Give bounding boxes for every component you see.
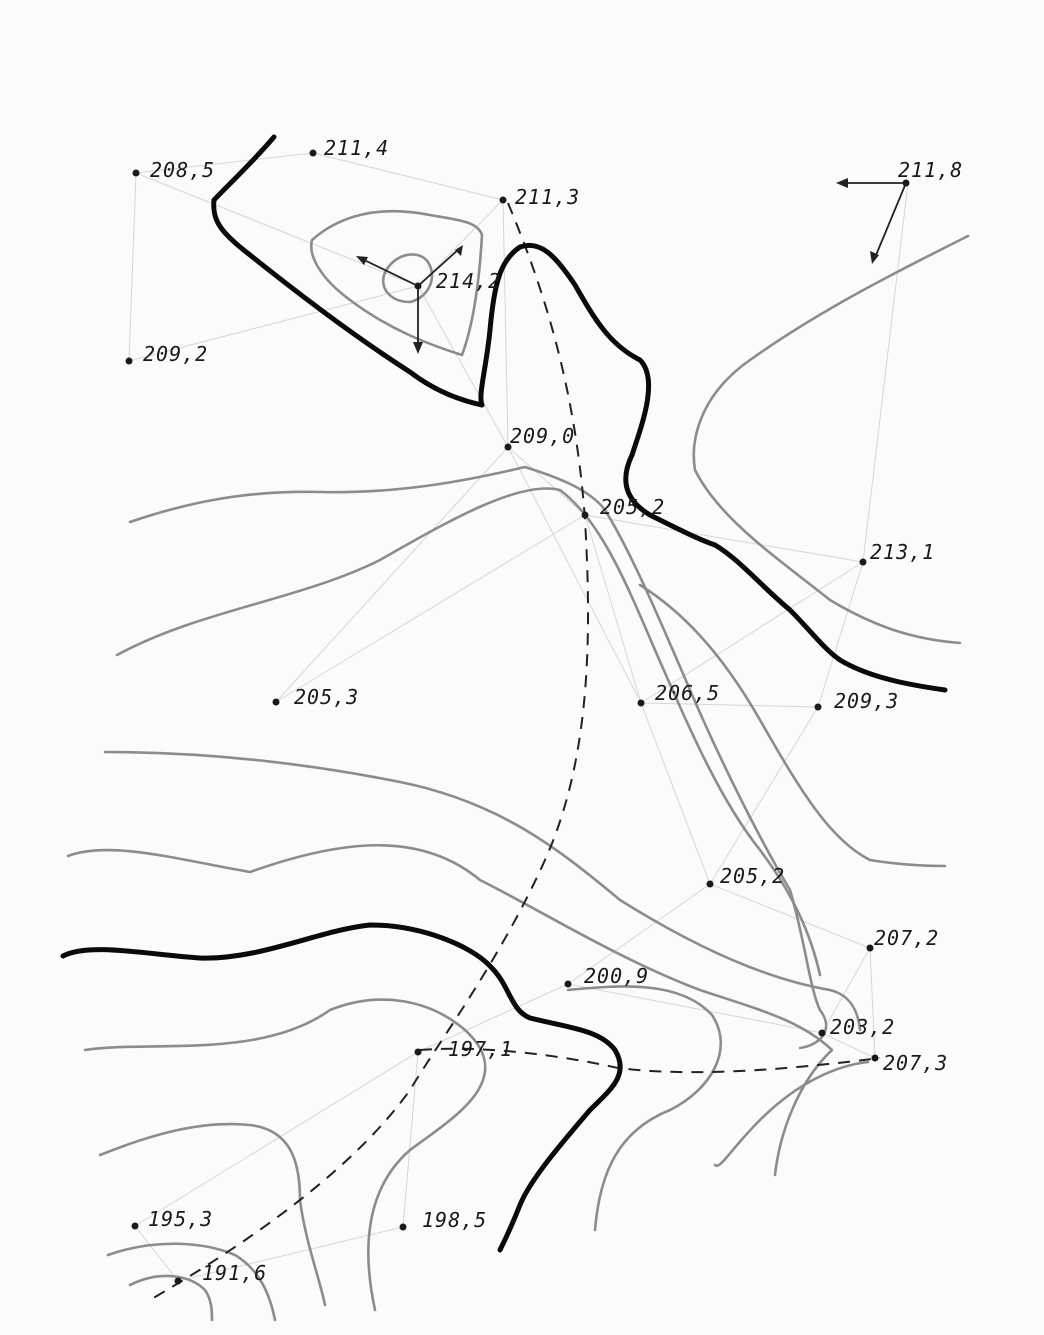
elevation-label: 195,3 xyxy=(148,1207,213,1231)
elevation-point: 205,3 xyxy=(272,685,359,709)
elevation-label: 207,2 xyxy=(874,926,939,950)
thalweg-lines xyxy=(149,202,881,1301)
elevation-point: 211,3 xyxy=(499,185,580,209)
contour-line xyxy=(128,465,828,1050)
elevation-point: 213,1 xyxy=(859,540,935,566)
elevation-label: 198,5 xyxy=(422,1208,487,1232)
elevation-label: 203,2 xyxy=(830,1015,895,1039)
elevation-label: 211,8 xyxy=(898,158,963,182)
elevation-label: 209,2 xyxy=(143,342,208,366)
contour-line xyxy=(106,1242,277,1322)
contour-line xyxy=(128,1274,214,1322)
elevation-point: 211,4 xyxy=(309,136,389,160)
elevation-point: 191,6 xyxy=(174,1261,267,1285)
elevation-label: 213,1 xyxy=(870,540,935,564)
arrow-head xyxy=(836,178,848,188)
contour-line xyxy=(66,843,834,1177)
contour-line xyxy=(381,253,434,304)
elevation-points: 208,5 211,4 211,3 211,8 214,2 209,2 209,… xyxy=(125,136,963,1285)
elevation-label: 205,2 xyxy=(600,495,665,519)
arrow-head xyxy=(356,256,368,265)
contour-line xyxy=(566,985,723,1232)
elevation-label: 197,1 xyxy=(448,1037,513,1061)
elevation-point: 195,3 xyxy=(131,1207,213,1231)
contour-line xyxy=(638,583,947,868)
contour-line xyxy=(692,234,970,645)
elevation-label: 206,5 xyxy=(655,681,720,705)
elevation-point: 207,2 xyxy=(866,926,939,952)
elevation-point: 206,5 xyxy=(637,681,720,707)
elevation-label: 208,5 xyxy=(150,158,215,182)
elevation-point: 208,5 xyxy=(132,158,215,182)
elevation-point: 209,0 xyxy=(504,424,575,451)
elevation-label: 211,4 xyxy=(324,136,389,160)
elevation-point: 214,2 xyxy=(414,269,501,293)
elevation-point: 203,2 xyxy=(818,1015,895,1039)
elevation-label: 205,3 xyxy=(294,685,359,709)
elevation-label: 209,3 xyxy=(834,689,899,713)
elevation-label: 209,0 xyxy=(510,424,575,448)
elevation-point: 211,8 xyxy=(898,158,963,187)
contour-line xyxy=(309,209,484,357)
thalweg-line xyxy=(149,202,590,1301)
elevation-label: 191,6 xyxy=(202,1261,267,1285)
elevation-label: 214,2 xyxy=(436,269,501,293)
contour-lines xyxy=(66,209,970,1322)
elevation-label: 200,9 xyxy=(584,964,649,988)
arrow-head xyxy=(413,342,423,354)
watershed-line xyxy=(60,922,623,1253)
elevation-label: 205,2 xyxy=(720,864,785,888)
arrow xyxy=(417,247,461,287)
elevation-point: 207,3 xyxy=(871,1051,948,1075)
arrow xyxy=(873,182,907,261)
elevation-point: 200,9 xyxy=(564,964,649,988)
elevation-point: 197,1 xyxy=(414,1037,513,1061)
watershed-line xyxy=(211,134,948,693)
elevation-label: 211,3 xyxy=(515,185,580,209)
elevation-point: 205,2 xyxy=(581,495,665,519)
watershed-lines xyxy=(60,134,948,1253)
contour-line xyxy=(115,487,822,977)
contour-line xyxy=(713,1060,870,1168)
flow-arrows xyxy=(356,178,907,354)
arrow xyxy=(359,257,419,287)
contour-line xyxy=(103,750,862,1032)
elevation-point: 209,2 xyxy=(125,342,208,366)
elevation-point: 198,5 xyxy=(399,1208,487,1232)
arrow-head xyxy=(455,245,463,256)
contour-line xyxy=(98,1122,327,1307)
elevation-label: 207,3 xyxy=(883,1051,948,1075)
elevation-point: 209,3 xyxy=(814,689,899,713)
arrow-head xyxy=(870,251,879,264)
elevation-point: 205,2 xyxy=(706,864,785,888)
contour-line xyxy=(83,998,487,1312)
